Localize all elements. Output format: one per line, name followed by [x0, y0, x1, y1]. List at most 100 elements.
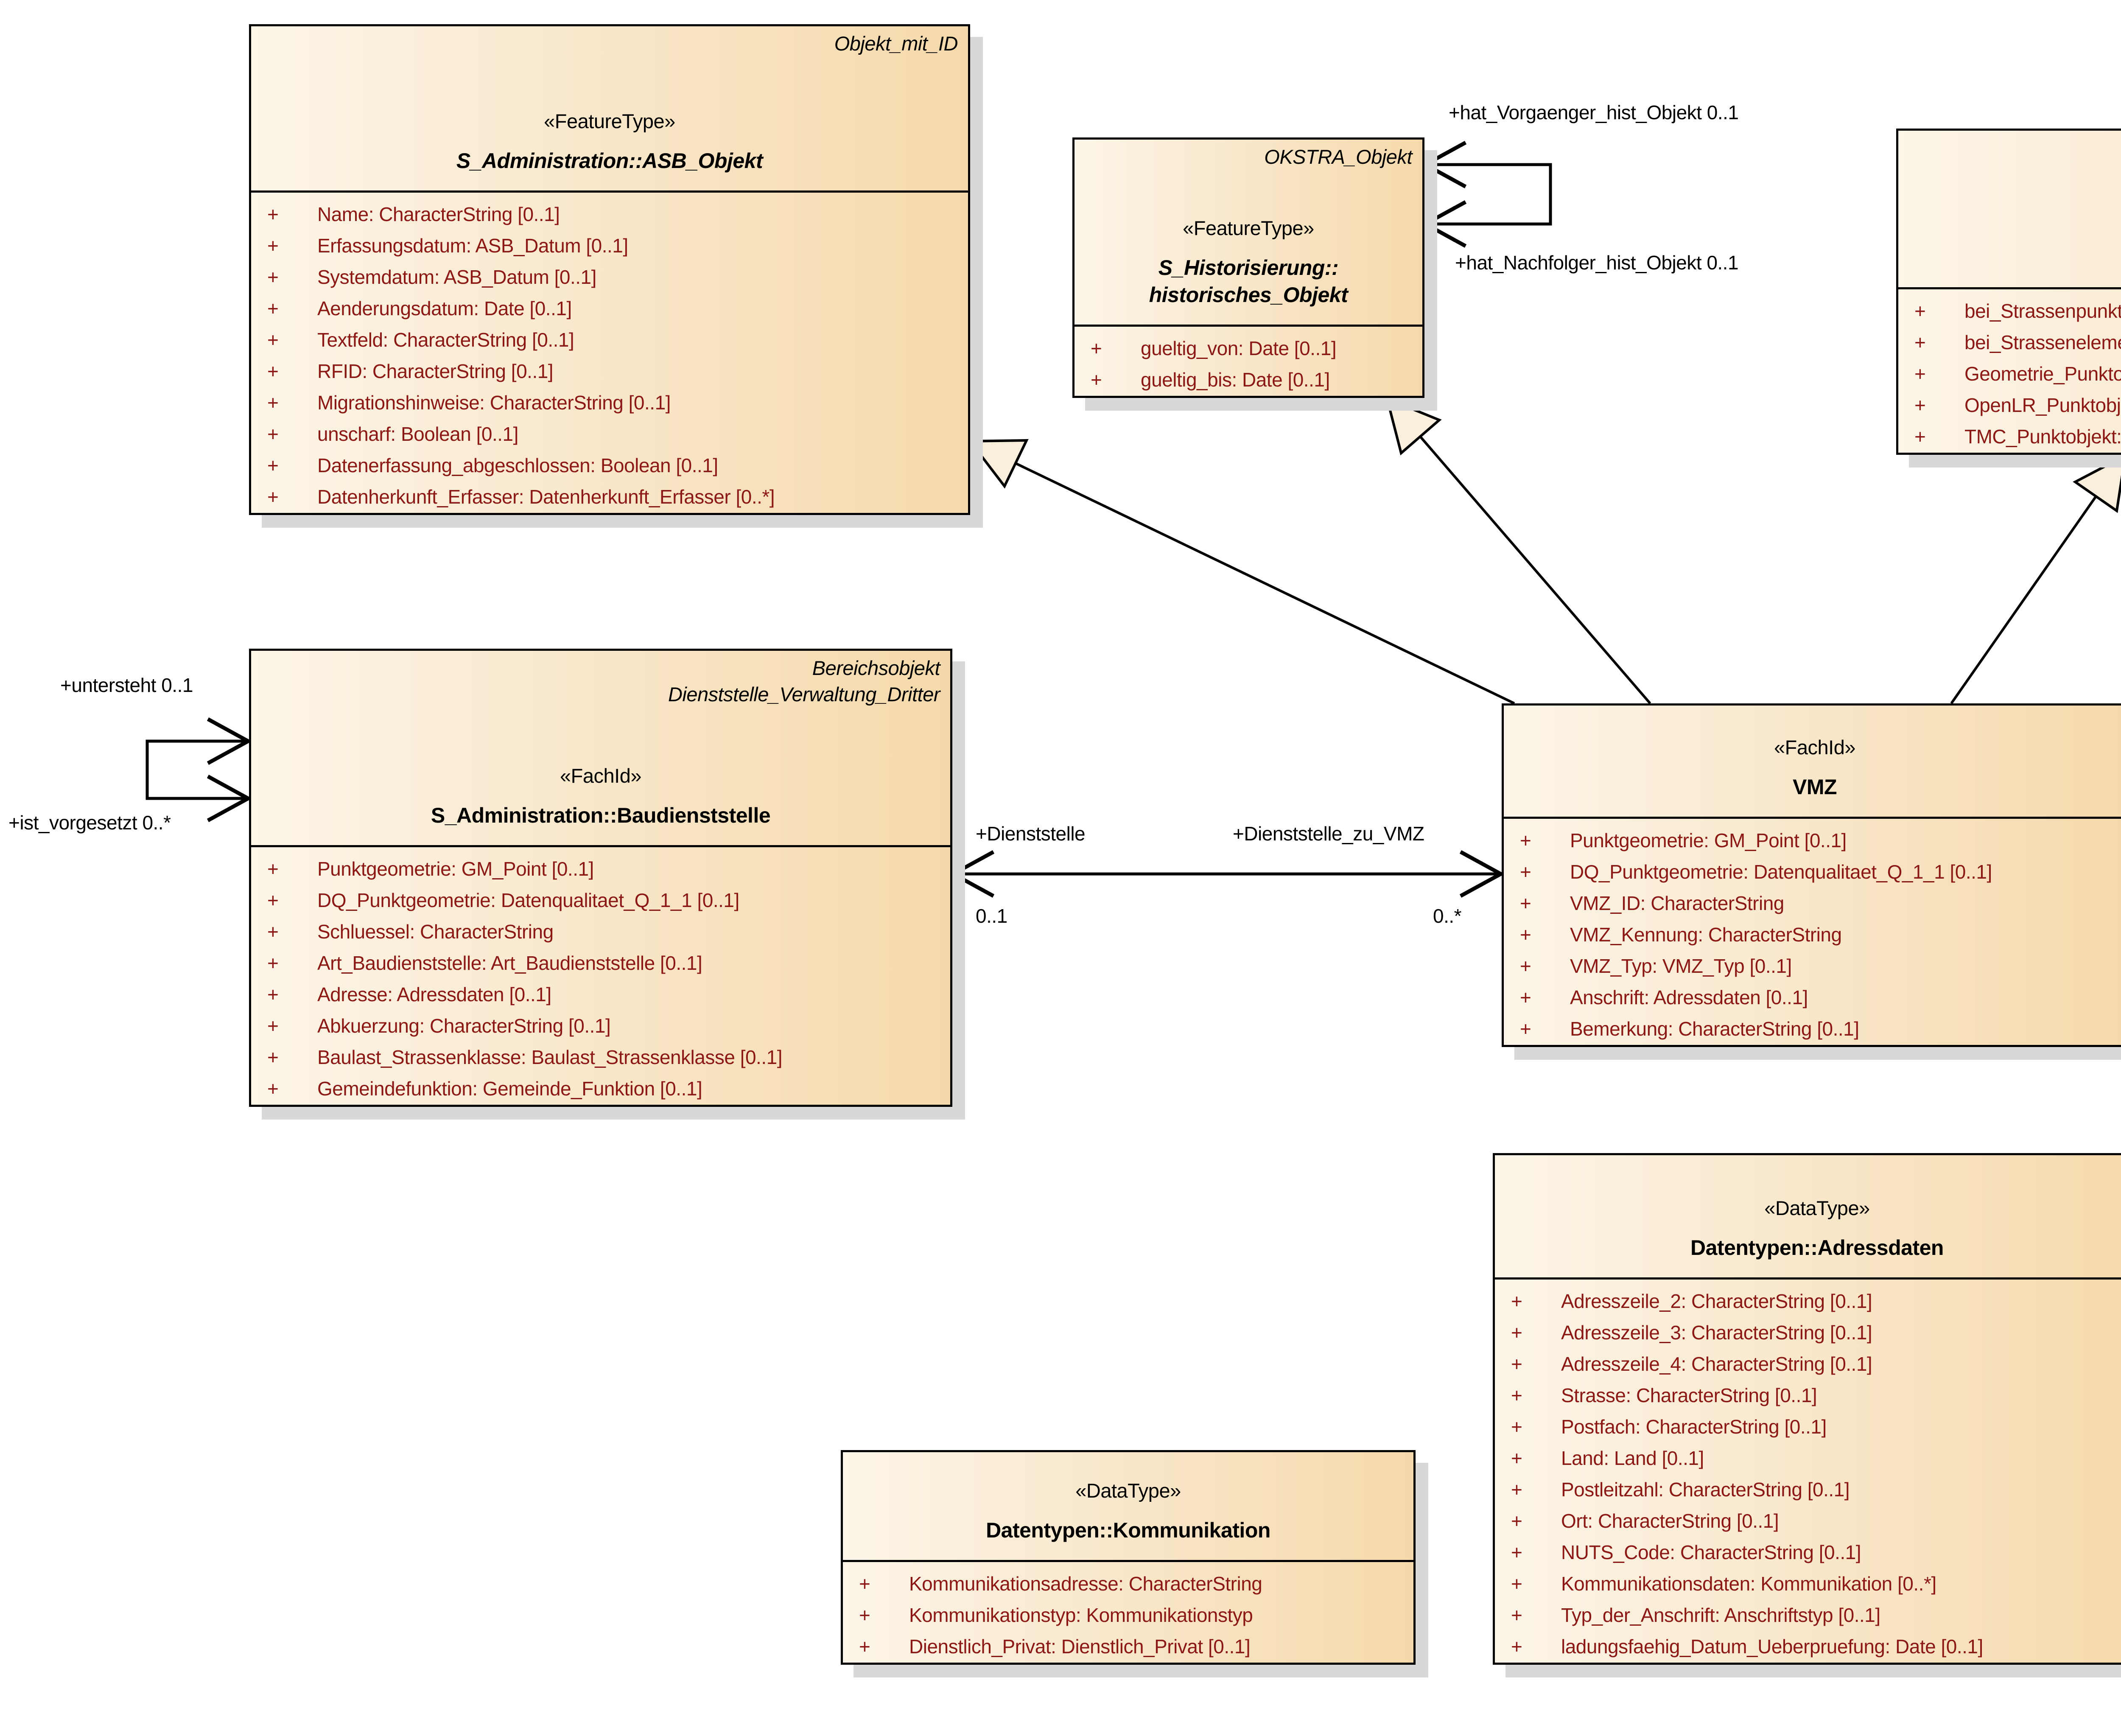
arrowhead-baudienststelle-top-icon [207, 717, 252, 765]
role-label-dienststelle-zu-vmz: +Dienststelle_zu_VMZ [1233, 823, 1424, 845]
class-name-line: S_Administration::Baudienststelle [431, 804, 771, 827]
attribute-row: +Kommunikationsadresse: CharacterString [859, 1568, 1413, 1599]
class-attributes-compartment: +gueltig_von: Date [0..1]+gueltig_bis: D… [1074, 325, 1422, 396]
generalization-vmz-asb-line [1015, 462, 1515, 705]
attribute-row: +Anschrift: Adressdaten [0..1] [1520, 982, 2121, 1013]
attribute-row: + Punktgeometrie: GM_Point [0..1] [267, 853, 950, 885]
attribute-text: Postleitzahl: CharacterString [0..1] [1561, 1478, 1850, 1501]
attribute-text: Abkuerzung: CharacterString [0..1] [317, 1015, 611, 1037]
visibility-public-icon: + [1520, 924, 1531, 946]
visibility-public-icon: + [267, 983, 279, 1005]
attribute-text: VMZ_Kennung: CharacterString [1570, 924, 1842, 946]
attribute-text: Kommunikationsdaten: Kommunikation [0..*… [1561, 1573, 1936, 1595]
arrowhead-association-right-icon [1459, 850, 1505, 898]
attribute-text: Name: CharacterString [0..1] [317, 203, 560, 225]
visibility-public-icon: + [1511, 1447, 1522, 1469]
attribute-row: + Postfach: CharacterString [0..1] [1511, 1411, 2121, 1442]
attribute-text: Postfach: CharacterString [0..1] [1561, 1416, 1827, 1438]
arrowhead-association-left-icon [949, 850, 995, 898]
class-name-compartment: «DataType»Datentypen::Kommunikation [843, 1452, 1413, 1560]
attribute-row: +VMZ_ID: CharacterString [1520, 888, 2121, 919]
visibility-public-icon: + [267, 921, 279, 943]
visibility-public-icon: + [267, 235, 279, 257]
attribute-row: + Geometrie_Punktobjekt: GM_Point [0..1] [1914, 358, 2121, 389]
attribute-text: Adresszeile_2: CharacterString [0..1] [1561, 1290, 1872, 1312]
multiplicity-label-right: 0..* [1433, 905, 1462, 927]
attribute-text: VMZ_Typ: VMZ_Typ [0..1] [1570, 955, 1792, 977]
generalization-vmz-hist-triangle-icon [1385, 396, 1442, 456]
role-label-untersteht: +untersteht 0..1 [60, 674, 193, 696]
class-tag-line: Bereichsobjekt [812, 657, 940, 679]
attribute-row: +Datenherkunft_Erfasser: Datenherkunft_E… [267, 481, 968, 512]
attribute-row: +Punktgeometrie: GM_Point [0..1] [1520, 825, 2121, 856]
class-box-kommunikation: «DataType»Datentypen::Kommunikation+Komm… [841, 1450, 1416, 1665]
visibility-public-icon: + [1511, 1478, 1522, 1501]
visibility-public-icon: + [1520, 892, 1531, 914]
visibility-public-icon: + [1511, 1322, 1522, 1344]
attribute-row: +Kommunikationstyp: Kommunikationstyp [859, 1599, 1413, 1631]
attribute-row: +Bemerkung: CharacterString [0..1] [1520, 1013, 2121, 1044]
attribute-row: +Migrationshinweise: CharacterString [0.… [267, 387, 968, 418]
attribute-row: +Land: Land [0..1] [1511, 1442, 2121, 1474]
visibility-public-icon: + [267, 266, 279, 288]
attribute-row: +Textfeld: CharacterString [0..1] [267, 324, 968, 356]
class-box-adressdaten: «DataType»Datentypen::Adressdaten+Adress… [1493, 1153, 2121, 1665]
attribute-text: Anschrift: Adressdaten [0..1] [1570, 986, 1808, 1008]
class-name-compartment: OKSTRA_Objekt«FeatureType»S_Strassennetz… [1898, 131, 2121, 287]
attribute-row: +bei_Strassenpunkt: Strassenpunkt [0..*] [1914, 295, 2121, 327]
attribute-text: Textfeld: CharacterString [0..1] [317, 329, 574, 351]
generalization-vmz-asb-triangle-icon [968, 439, 1029, 489]
attribute-row: +Schluessel: CharacterString [267, 916, 950, 947]
attribute-text: Baulast_Strassenklasse: Baulast_Strassen… [317, 1046, 783, 1068]
visibility-public-icon: + [267, 858, 279, 880]
attribute-text: ladungsfaehig_Datum_Ueberpruefung: Date … [1561, 1635, 1983, 1658]
attribute-row: +Strasse: CharacterString [0..1] [1511, 1380, 2121, 1411]
visibility-public-icon: + [1914, 394, 1926, 416]
attribute-row: + Kommunikationsdaten: Kommunikation [0..… [1511, 1568, 2121, 1599]
attribute-text: Punktgeometrie: GM_Point [0..1] [317, 858, 594, 880]
class-name-line: Datentypen::Kommunikation [986, 1518, 1270, 1542]
visibility-public-icon: + [1914, 363, 1926, 385]
visibility-public-icon: + [1511, 1573, 1522, 1595]
class-box-asb-objekt: Objekt_mit_ID«FeatureType»S_Administrati… [249, 24, 970, 515]
attribute-text: gueltig_von: Date [0..1] [1141, 337, 1337, 359]
class-attributes-compartment: +Kommunikationsadresse: CharacterString+… [843, 1560, 1413, 1663]
attribute-row: +Typ_der_Anschrift: Anschriftstyp [0..1] [1511, 1599, 2121, 1631]
attribute-text: Geometrie_Punktobjekt: GM_Point [0..1] [1964, 363, 2121, 385]
attribute-text: RFID: CharacterString [0..1] [317, 360, 554, 382]
attribute-text: Datenerfassung_abgeschlossen: Boolean [0… [317, 454, 718, 476]
visibility-public-icon: + [859, 1604, 870, 1626]
class-box-punktobjekt: OKSTRA_Objekt«FeatureType»S_Strassennetz… [1896, 129, 2121, 455]
visibility-public-icon: + [1511, 1510, 1522, 1532]
class-name: VMZ [1793, 773, 1837, 801]
attribute-text: Punktgeometrie: GM_Point [0..1] [1570, 829, 1847, 851]
class-attributes-compartment: +bei_Strassenpunkt: Strassenpunkt [0..*]… [1898, 287, 2121, 453]
class-stereotype: «DataType» [1075, 1479, 1181, 1502]
class-name: Datentypen::Adressdaten [1690, 1234, 1944, 1261]
attribute-text: Erfassungsdatum: ASB_Datum [0..1] [317, 235, 628, 257]
visibility-public-icon: + [1520, 861, 1531, 883]
attribute-text: Gemeindefunktion: Gemeinde_Funktion [0..… [317, 1078, 702, 1100]
class-stereotype: «DataType» [1764, 1197, 1870, 1219]
attribute-row: +Baulast_Strassenklasse: Baulast_Strasse… [267, 1042, 950, 1073]
class-name-line: Datentypen::Adressdaten [1690, 1236, 1944, 1260]
visibility-public-icon: + [267, 423, 279, 445]
attribute-text: Migrationshinweise: CharacterString [0..… [317, 392, 671, 414]
attribute-text: Aenderungsdatum: Date [0..1] [317, 297, 572, 319]
visibility-public-icon: + [1511, 1541, 1522, 1563]
attribute-text: Typ_der_Anschrift: Anschriftstyp [0..1] [1561, 1604, 1880, 1626]
self-association-hist-loop [1424, 163, 1552, 226]
generalization-vmz-hist-line [1419, 436, 1651, 704]
attribute-row: +Adresszeile_3: CharacterString [0..1] [1511, 1317, 2121, 1348]
class-stereotype: «FeatureType» [544, 110, 675, 132]
attribute-text: Adresse: Adressdaten [0..1] [317, 983, 551, 1005]
class-name-compartment: «FachId»VMZ [1504, 706, 2121, 817]
visibility-public-icon: + [267, 360, 279, 382]
attribute-row: + Name: CharacterString [0..1] [267, 199, 968, 230]
visibility-public-icon: + [267, 203, 279, 225]
attribute-row: +TMC_Punktobjekt: TMC_Punktreferenz [0..… [1914, 421, 2121, 452]
attribute-text: OpenLR_Punktobjekt: OpenLR_PointLocation… [1964, 394, 2121, 416]
visibility-public-icon: + [1914, 331, 1926, 353]
visibility-public-icon: + [1511, 1416, 1522, 1438]
class-name: S_Historisierung::historisches_Objekt [1149, 254, 1348, 308]
